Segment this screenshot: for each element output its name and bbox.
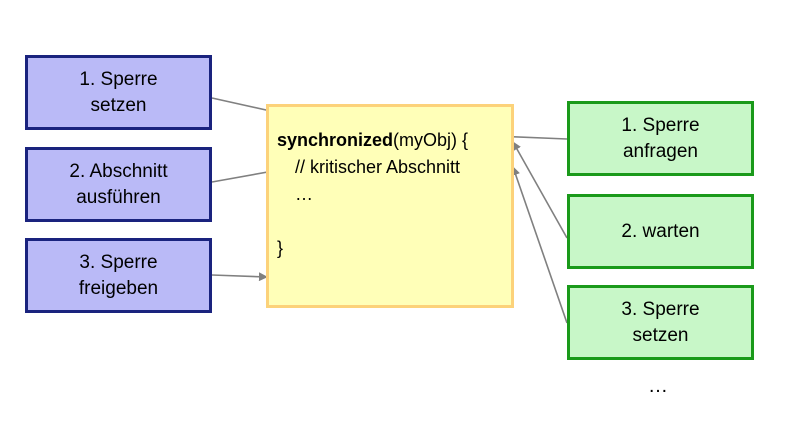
step-box-wait: 2. warten: [567, 194, 754, 269]
step-text: setzen: [90, 94, 147, 116]
step-box-set-lock-right: 3. Sperre setzen: [567, 285, 754, 360]
step-text: setzen: [632, 324, 689, 346]
step-text: 2. warten: [621, 220, 700, 242]
step-text: ausführen: [76, 186, 161, 208]
arrow-right-3: [511, 166, 568, 324]
step-text: 3. Sperre: [79, 251, 158, 273]
step-box-request-lock: 1. Sperre anfragen: [567, 101, 754, 176]
step-text: 1. Sperre: [621, 114, 700, 136]
code-comment: // kritischer Abschnitt: [295, 157, 461, 177]
code-args: (myObj) {: [393, 130, 469, 150]
step-text: freigeben: [78, 277, 159, 299]
synchronized-code-block: synchronized(myObj) { // kritischer Absc…: [266, 104, 514, 308]
arrow-left-3: [211, 272, 268, 282]
code-ellipsis: …: [295, 184, 313, 204]
code-close-brace: }: [277, 238, 284, 258]
step-text: 1. Sperre: [79, 68, 158, 90]
arrow-right-2: [512, 141, 568, 239]
step-text: 2. Abschnitt: [69, 160, 168, 182]
step-text: anfragen: [622, 140, 698, 162]
step-box-execute-section: 2. Abschnitt ausführen: [25, 147, 212, 222]
code-keyword: synchronized: [277, 130, 394, 150]
code-line-header: synchronized(myObj) {: [277, 127, 501, 154]
step-box-release-lock: 3. Sperre freigeben: [25, 238, 212, 313]
step-text: 3. Sperre: [621, 298, 700, 320]
step-box-set-lock: 1. Sperre setzen: [25, 55, 212, 130]
continuation-ellipsis: …: [648, 375, 668, 397]
